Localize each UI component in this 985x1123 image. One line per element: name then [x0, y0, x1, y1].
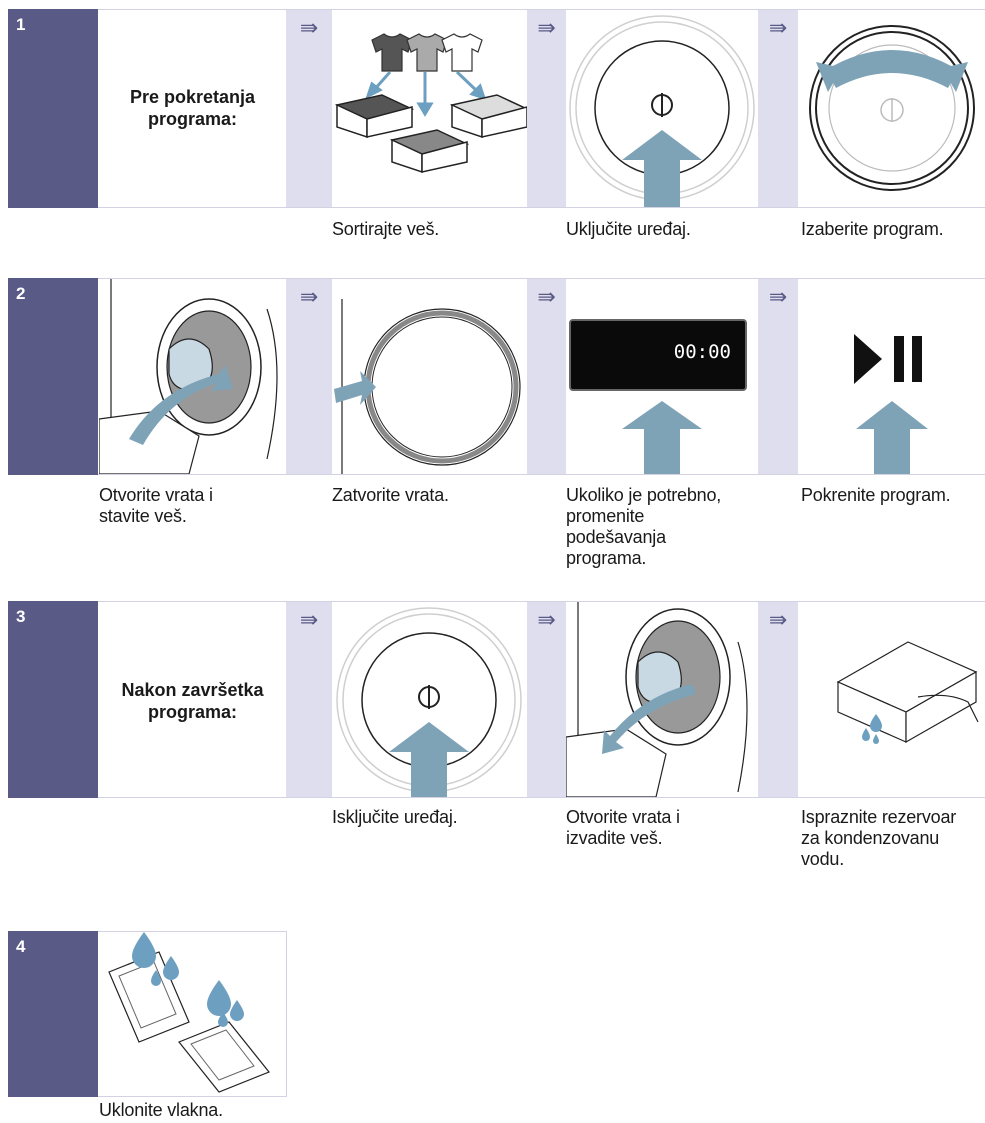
caption: Uključite uređaj. [566, 219, 691, 239]
unload-laundry-illustration [566, 602, 758, 797]
display-settings-illustration: 00:00 [566, 279, 758, 474]
close-door-illustration [332, 279, 527, 474]
program-dial-icon [809, 25, 975, 191]
double-arrow-icon: ⇛ [768, 16, 788, 41]
power-on-illustration [566, 10, 758, 207]
step-arrow: ⇛ [286, 602, 332, 797]
step-arrow: ⇛ [286, 10, 332, 207]
power-icon [651, 93, 673, 117]
step-number-2: 2 [8, 278, 98, 475]
caption: Otvorite vrata i stavite veš. [99, 485, 213, 526]
power-icon [418, 685, 440, 709]
select-program-illustration [798, 10, 985, 207]
step-3-heading-panel: Nakon završetka programa: [99, 602, 286, 797]
step-1-heading-panel: Pre pokretanja programa: [99, 10, 286, 207]
load-laundry-illustration [99, 279, 286, 474]
double-arrow-icon: ⇛ [537, 608, 556, 633]
double-arrow-icon: ⇛ [537, 285, 556, 310]
display-value: 00:00 [673, 341, 731, 363]
sort-laundry-illustration [332, 10, 527, 207]
step-3-frame [98, 601, 985, 798]
step-arrow: ⇛ [527, 602, 566, 797]
shirt-icon [371, 33, 483, 72]
caption: Pokrenite program. [801, 485, 951, 505]
step-arrow: ⇛ [527, 279, 566, 474]
step-2-frame [98, 278, 985, 475]
time-display: 00:00 [569, 319, 747, 391]
start-program-illustration [798, 279, 985, 474]
caption: Isključite uređaj. [332, 807, 458, 827]
step-arrow: ⇛ [758, 279, 798, 474]
caption: Sortirajte veš. [332, 219, 440, 239]
double-arrow-icon: ⇛ [299, 285, 319, 310]
clean-filter-illustration [99, 932, 286, 1096]
step-arrow: ⇛ [286, 279, 332, 474]
step-arrow: ⇛ [527, 10, 566, 207]
step-number-label: 2 [16, 284, 26, 303]
step-number-label: 1 [16, 15, 26, 34]
step-number-1: 1 [8, 9, 98, 208]
play-pause-icon [854, 334, 922, 384]
double-arrow-icon: ⇛ [537, 16, 556, 41]
double-arrow-icon: ⇛ [299, 608, 319, 633]
power-off-illustration [332, 602, 527, 797]
double-arrow-icon: ⇛ [768, 285, 788, 310]
step-4-frame [98, 931, 287, 1097]
step-number-4: 4 [8, 931, 98, 1097]
step-3-heading: Nakon završetka programa: [121, 680, 264, 722]
empty-tank-illustration [798, 602, 985, 797]
water-drop-icon [862, 714, 882, 744]
water-drop-icon [132, 932, 244, 1027]
step-1-heading: Pre pokretanja programa: [129, 87, 256, 129]
caption: Uklonite vlakna. [99, 1100, 223, 1120]
double-arrow-icon: ⇛ [768, 608, 788, 633]
step-number-label: 4 [16, 937, 26, 956]
step-number-3: 3 [8, 601, 98, 798]
caption: Izaberite program. [801, 219, 944, 239]
caption: Ispraznite rezervoar za kondenzovanu vod… [801, 807, 957, 869]
caption: Zatvorite vrata. [332, 485, 449, 505]
step-1-frame [98, 9, 985, 208]
double-arrow-icon: ⇛ [299, 16, 319, 41]
caption: Ukoliko je potrebno, promenite podešavan… [566, 485, 722, 568]
step-number-label: 3 [16, 607, 26, 626]
caption: Otvorite vrata i izvadite veš. [566, 807, 680, 848]
step-arrow: ⇛ [758, 602, 798, 797]
laundry-basket-icon [334, 94, 527, 174]
step-arrow: ⇛ [758, 10, 798, 207]
